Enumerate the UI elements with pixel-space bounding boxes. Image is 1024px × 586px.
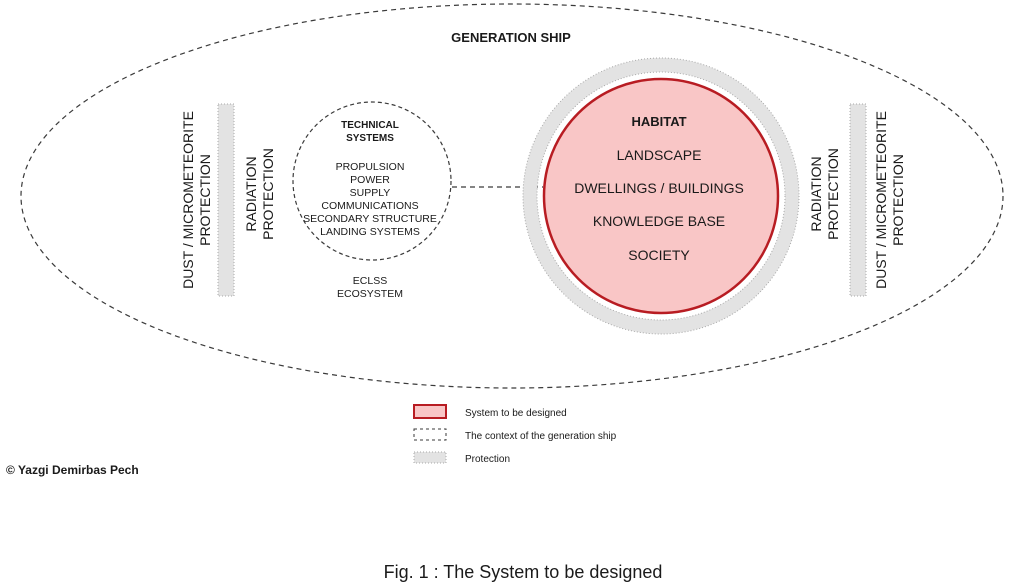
dust-protection-label-left-1: DUST / MICROMETEORITE — [180, 111, 196, 289]
legend-swatch-context — [413, 428, 447, 441]
habitat-protection-ring-inner-edge — [536, 71, 786, 321]
generation-ship-title: GENERATION SHIP — [451, 30, 571, 45]
radiation-protection-label-right-1: RADIATION — [808, 156, 824, 231]
radiation-protection-label-left-2: PROTECTION — [260, 148, 276, 240]
technical-systems-heading-1: TECHNICAL — [341, 120, 399, 131]
technical-outer-item: ECLSS — [353, 275, 387, 287]
legend-label-protection: Protection — [465, 454, 510, 465]
habitat-item: KNOWLEDGE BASE — [593, 213, 725, 229]
legend: System to be designed The context of the… — [413, 404, 617, 465]
habitat-item: DWELLINGS / BUILDINGS — [574, 180, 744, 196]
legend-label-system: System to be designed — [465, 408, 567, 419]
technical-systems-heading-2: SYSTEMS — [346, 133, 394, 144]
technical-item: POWER — [350, 174, 390, 186]
habitat-protection-ring — [523, 58, 799, 334]
habitat-heading: HABITAT — [631, 114, 686, 129]
radiation-protection-label-right-2: PROTECTION — [825, 148, 841, 240]
habitat-item: LANDSCAPE — [617, 147, 702, 163]
dust-protection-bar-left — [217, 103, 235, 297]
generation-ship-boundary — [20, 3, 1004, 389]
habitat-circle — [542, 77, 780, 315]
legend-swatch-system — [413, 404, 447, 419]
dust-protection-label-right-2: PROTECTION — [890, 154, 906, 246]
legend-swatch-protection — [413, 451, 447, 464]
habitat-item: SOCIETY — [628, 247, 690, 263]
technical-item: PROPULSION — [336, 161, 405, 173]
habitat-protection-ring-outer-edge — [522, 57, 800, 335]
copyright-notice: © Yazgi Demirbas Pech — [6, 463, 139, 477]
technical-item: COMMUNICATIONS — [321, 200, 418, 212]
legend-label-context: The context of the generation ship — [465, 431, 617, 442]
dust-protection-label-right-1: DUST / MICROMETEORITE — [873, 111, 889, 289]
technical-item: SUPPLY — [350, 187, 391, 199]
figure-caption: Fig. 1 : The System to be designed — [384, 562, 663, 582]
dust-protection-bar-right — [849, 103, 867, 297]
technical-outer-item: ECOSYSTEM — [337, 288, 403, 300]
radiation-protection-label-left-1: RADIATION — [243, 156, 259, 231]
technical-systems-boundary — [292, 101, 452, 261]
technical-item: LANDING SYSTEMS — [320, 226, 420, 238]
dust-protection-label-left-2: PROTECTION — [197, 154, 213, 246]
technical-item: SECONDARY STRUCTURE — [303, 213, 437, 225]
